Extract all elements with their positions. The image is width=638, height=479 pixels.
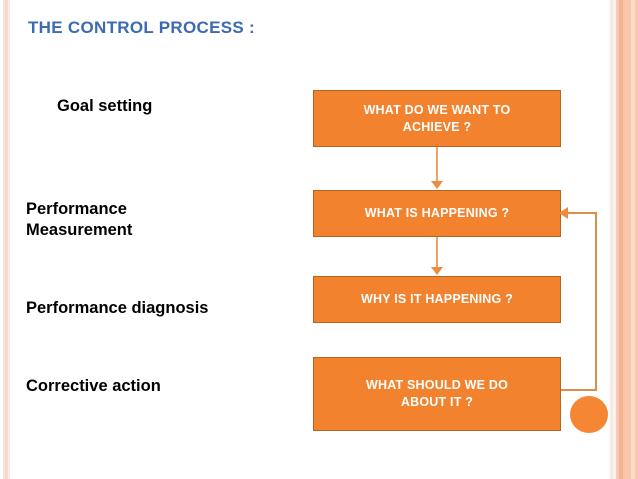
right-edge-stripe-7 xyxy=(635,0,638,479)
left-edge-stripe-2 xyxy=(5,0,8,479)
orange-circle-decoration xyxy=(570,396,608,433)
process-box-goal-setting: WHAT DO WE WANT TO ACHIEVE ? xyxy=(313,90,561,147)
process-box-corrective-action: WHAT SHOULD WE DO ABOUT IT ? xyxy=(313,357,561,431)
right-edge-stripe-3 xyxy=(616,0,619,479)
page-title: THE CONTROL PROCESS : xyxy=(28,18,256,37)
process-box-performance-measurement: WHAT IS HAPPENING ? xyxy=(313,190,561,237)
right-edge-stripe-2 xyxy=(613,0,616,479)
stage-label-performance-measurement: Performance Measurement xyxy=(26,200,133,239)
right-edge-stripe-5 xyxy=(623,0,631,479)
left-edge-stripe-1 xyxy=(3,0,5,479)
right-edge-stripe-4 xyxy=(619,0,623,479)
process-box-performance-diagnosis: WHY IS IT HAPPENING ? xyxy=(313,276,561,323)
arrow-left-icon-feedback xyxy=(559,207,568,219)
arrow-down-icon-box0-box1 xyxy=(431,181,443,189)
stage-label-goal-setting: Goal setting xyxy=(57,97,153,115)
right-edge-stripe-6 xyxy=(631,0,635,479)
left-edge-stripe-3 xyxy=(8,0,10,479)
feedback-line-top xyxy=(566,212,597,214)
right-edge-stripe-1 xyxy=(610,0,613,479)
connector-line-box0-box1 xyxy=(436,147,438,183)
feedback-line-bottom xyxy=(561,389,597,391)
stage-label-performance-diagnosis: Performance diagnosis xyxy=(26,299,209,317)
connector-line-box1-box2 xyxy=(436,237,438,269)
feedback-line-right xyxy=(595,212,597,391)
stage-label-corrective-action: Corrective action xyxy=(26,377,161,395)
arrow-down-icon-box1-box2 xyxy=(431,267,443,275)
